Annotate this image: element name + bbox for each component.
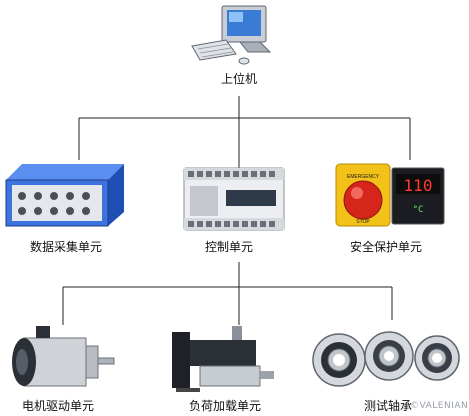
node-label-host: 上位机 xyxy=(221,72,258,86)
stop-label: STOP xyxy=(356,219,370,225)
node-label-motor: 电机驱动单元 xyxy=(22,399,95,413)
connector-lines xyxy=(62,96,411,325)
node-label-bearing: 测试轴承 xyxy=(364,399,413,413)
servo-motor-icon xyxy=(12,326,115,387)
node-label-load: 负荷加载单元 xyxy=(189,399,262,413)
bearing-icons xyxy=(312,331,460,387)
temp-unit: °C xyxy=(413,205,424,215)
bearing-1 xyxy=(312,333,366,387)
watermark-text: ©VALENIAN xyxy=(410,401,469,411)
plc-controller-icon xyxy=(183,167,285,231)
temp-reading: 110 xyxy=(404,176,433,195)
temperature-controller-icon: 110 °C xyxy=(391,167,445,225)
load-unit-icon xyxy=(172,326,274,392)
node-label-safety: 安全保护单元 xyxy=(350,240,423,254)
node-label-daq: 数据采集单元 xyxy=(30,240,103,254)
bearing-2 xyxy=(364,331,414,381)
emergency-label: EMERGENCY xyxy=(347,174,380,180)
computer-icon xyxy=(191,5,272,65)
emergency-stop-icon: EMERGENCY STOP xyxy=(335,163,391,227)
daq-device-icon xyxy=(5,164,124,227)
bearing-3 xyxy=(414,335,460,381)
node-label-control: 控制单元 xyxy=(205,240,254,254)
